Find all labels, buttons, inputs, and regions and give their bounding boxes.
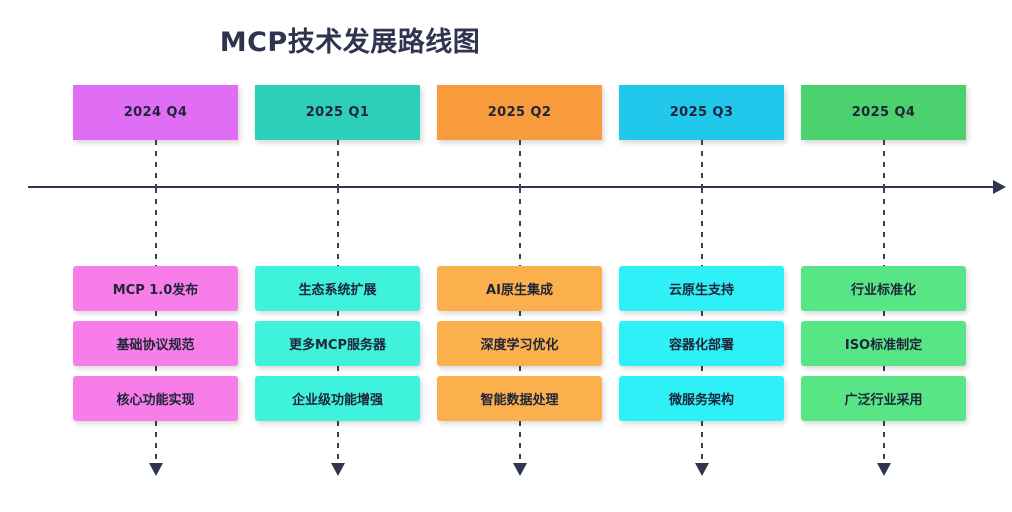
connector-dash-below-axis — [882, 188, 885, 266]
milestone-label: 云原生支持 — [668, 283, 734, 298]
connector-dash-between-milestone-1-2 — [154, 311, 157, 327]
column-down-arrowhead — [694, 463, 709, 476]
milestone-box[interactable]: 深度学习优化 — [437, 321, 602, 366]
timeline-column: 2025 Q3 云原生支持容器化部署微服务架构 — [619, 0, 784, 512]
connector-dash-bottom — [336, 421, 339, 465]
milestone-box[interactable]: 广泛行业采用 — [801, 376, 966, 421]
milestone-box[interactable]: 基础协议规范 — [73, 321, 238, 366]
connector-dash-below-axis — [336, 188, 339, 266]
connector-dash-above-axis — [154, 140, 157, 188]
connector-dash-bottom — [518, 421, 521, 465]
milestone-box[interactable]: 行业标准化 — [801, 266, 966, 311]
connector-dash-between-milestone-2-3 — [518, 366, 521, 382]
connector-dash-above-axis — [700, 140, 703, 188]
quarter-label: 2024 Q4 — [123, 105, 188, 120]
milestone-box[interactable]: 企业级功能增强 — [255, 376, 420, 421]
connector-dash-between-milestone-1-2 — [518, 311, 521, 327]
page-title: MCP技术发展路线图 — [219, 27, 481, 58]
milestone-box[interactable]: 微服务架构 — [619, 376, 784, 421]
connector-dash-between-milestone-2-3 — [882, 366, 885, 382]
milestone-box[interactable]: 更多MCP服务器 — [255, 321, 420, 366]
connector-dash-above-axis — [882, 140, 885, 188]
quarter-header-box[interactable]: 2025 Q3 — [619, 85, 784, 140]
milestone-label: 生态系统扩展 — [298, 283, 377, 298]
connector-dash-below-axis — [154, 188, 157, 266]
connector-dash-bottom — [700, 421, 703, 465]
milestone-label: 容器化部署 — [668, 338, 734, 353]
milestone-label: 广泛行业采用 — [844, 393, 923, 408]
connector-dash-above-axis — [518, 140, 521, 188]
milestone-label: MCP 1.0发布 — [112, 283, 199, 298]
connector-dash-bottom — [882, 421, 885, 465]
column-down-arrowhead — [512, 463, 527, 476]
timeline-column: 2024 Q4 MCP 1.0发布基础协议规范核心功能实现 — [73, 0, 238, 512]
column-down-arrowhead — [876, 463, 891, 476]
connector-dash-bottom — [154, 421, 157, 465]
column-down-arrowhead — [148, 463, 163, 476]
milestone-box[interactable]: 容器化部署 — [619, 321, 784, 366]
milestone-label: 更多MCP服务器 — [288, 338, 386, 353]
connector-dash-below-axis — [700, 188, 703, 266]
timeline-axis-line — [28, 186, 1000, 188]
milestone-box[interactable]: MCP 1.0发布 — [73, 266, 238, 311]
connector-dash-between-milestone-1-2 — [700, 311, 703, 327]
milestone-label: 微服务架构 — [668, 393, 734, 408]
connector-dash-below-axis — [518, 188, 521, 266]
connector-dash-between-milestone-2-3 — [154, 366, 157, 382]
timeline-column: 2025 Q4 行业标准化 ISO标准制定广泛行业采用 — [801, 0, 966, 512]
connector-dash-between-milestone-1-2 — [882, 311, 885, 327]
connector-dash-between-milestone-1-2 — [336, 311, 339, 327]
timeline-column: 2025 Q2 AI原生集成深度学习优化智能数据处理 — [437, 0, 602, 512]
column-down-arrowhead — [330, 463, 345, 476]
quarter-label: 2025 Q1 — [305, 105, 370, 120]
quarter-label: 2025 Q4 — [851, 105, 916, 120]
milestone-box[interactable]: AI原生集成 — [437, 266, 602, 311]
milestone-box[interactable]: 智能数据处理 — [437, 376, 602, 421]
milestone-box[interactable]: ISO标准制定 — [801, 321, 966, 366]
quarter-label: 2025 Q2 — [487, 105, 552, 120]
milestone-box[interactable]: 生态系统扩展 — [255, 266, 420, 311]
connector-dash-between-milestone-2-3 — [700, 366, 703, 382]
connector-dash-between-milestone-2-3 — [336, 366, 339, 382]
timeline-column: 2025 Q1 生态系统扩展更多MCP服务器企业级功能增强 — [255, 0, 420, 512]
milestone-label: 深度学习优化 — [480, 338, 559, 353]
milestone-label: 行业标准化 — [850, 283, 916, 298]
milestone-label: 企业级功能增强 — [291, 393, 383, 408]
milestone-label: ISO标准制定 — [844, 338, 923, 353]
milestone-label: 基础协议规范 — [116, 338, 195, 353]
quarter-label: 2025 Q3 — [669, 105, 734, 120]
milestone-label: 核心功能实现 — [116, 393, 195, 408]
milestone-label: 智能数据处理 — [480, 393, 559, 408]
quarter-header-box[interactable]: 2025 Q2 — [437, 85, 602, 140]
milestone-box[interactable]: 核心功能实现 — [73, 376, 238, 421]
milestone-label: AI原生集成 — [486, 283, 553, 298]
quarter-header-box[interactable]: 2024 Q4 — [73, 85, 238, 140]
timeline-axis-arrowhead — [993, 180, 1006, 194]
milestone-box[interactable]: 云原生支持 — [619, 266, 784, 311]
quarter-header-box[interactable]: 2025 Q1 — [255, 85, 420, 140]
quarter-header-box[interactable]: 2025 Q4 — [801, 85, 966, 140]
connector-dash-above-axis — [336, 140, 339, 188]
